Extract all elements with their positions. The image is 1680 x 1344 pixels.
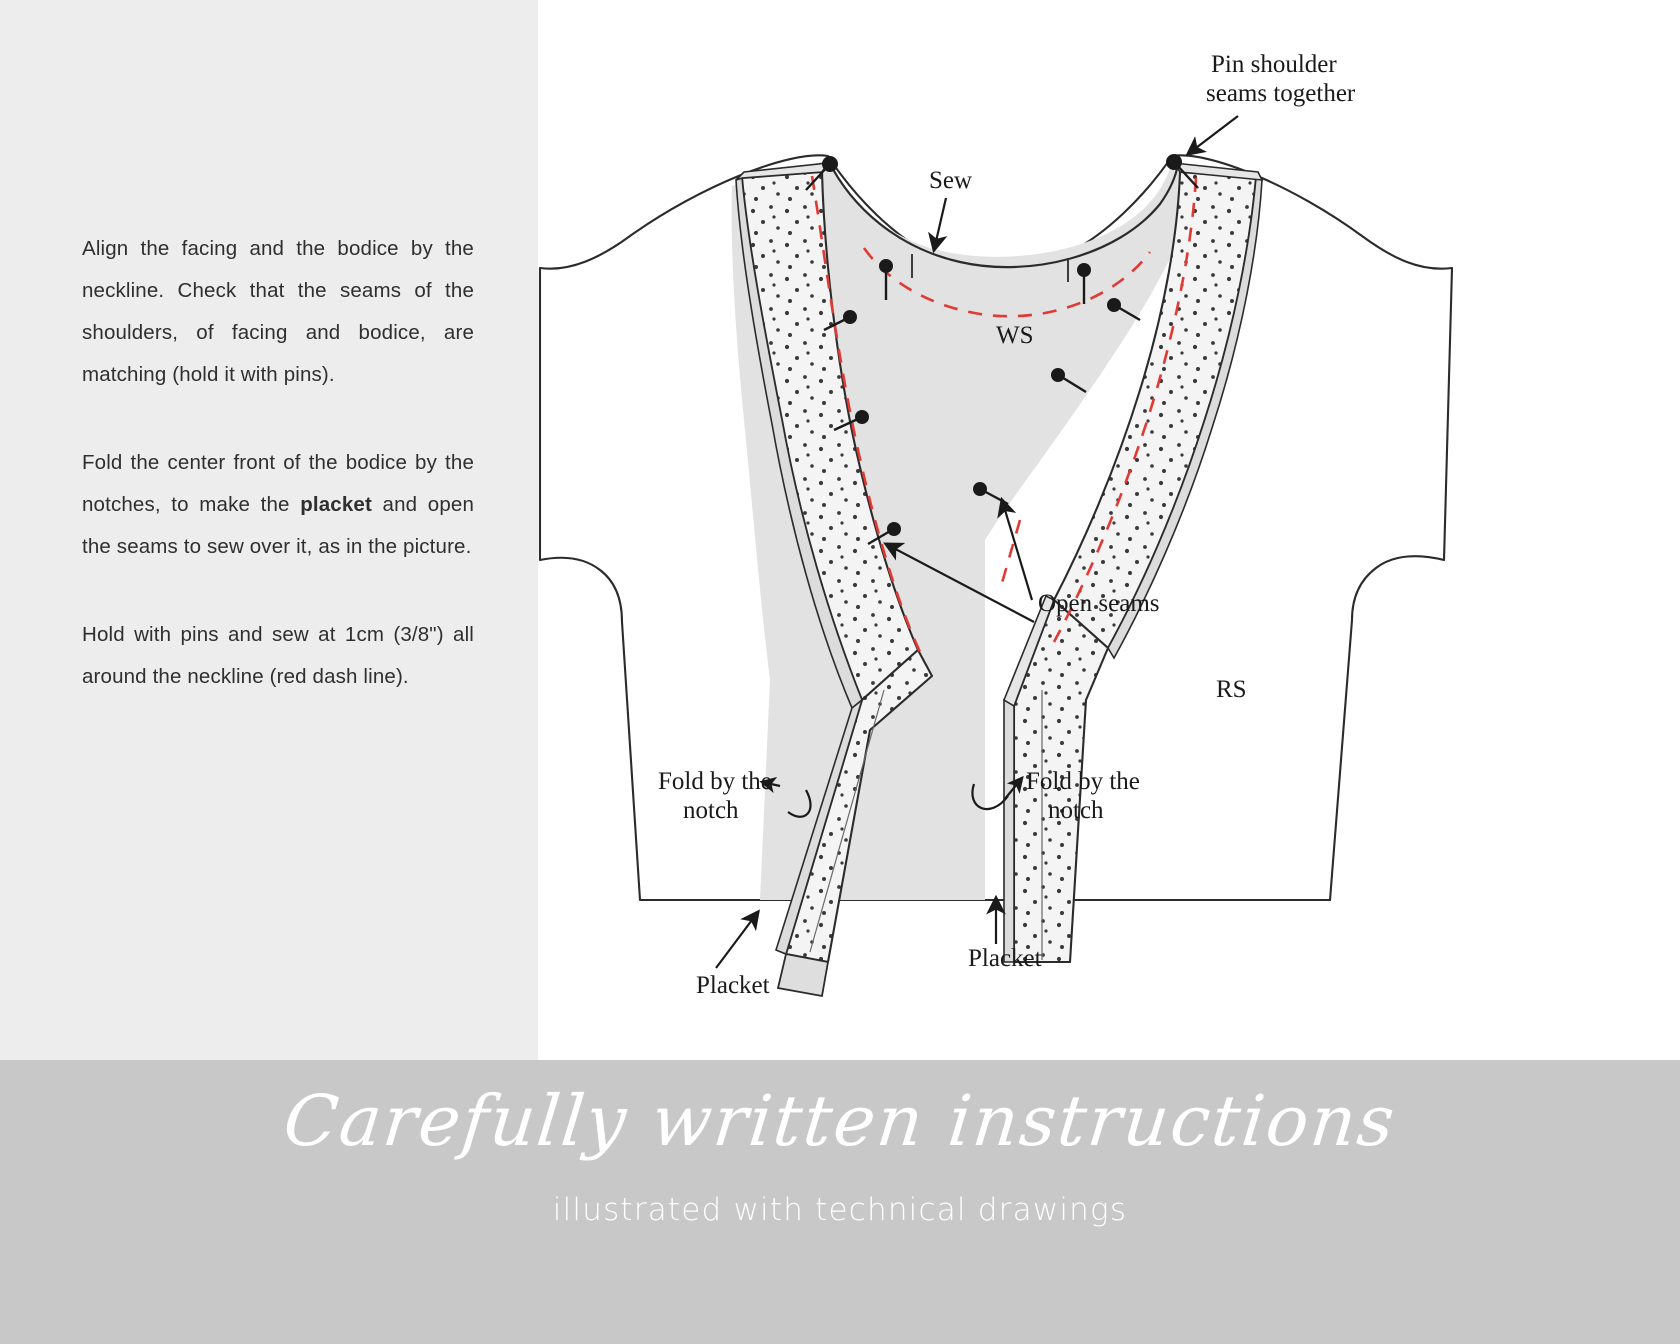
leader-line-pin-shoulder [1185,115,1239,156]
pin [833,410,869,432]
label-placket-left: Placket [696,972,770,999]
pin [805,156,838,191]
callout-placket-left: Placket [696,909,770,999]
label-pin-shoulder-line1: Pin shoulder [1211,51,1337,78]
callout-placket-right: Placket [968,894,1042,972]
instructions-panel: Align the facing and the bodice by the n… [0,0,538,1060]
pin [1051,368,1087,394]
callout-open-seams: Open seams [883,496,1160,623]
instructions-text-block: Align the facing and the bodice by the n… [82,228,474,698]
bottom-banner: Carefully written instructions illustrat… [0,1060,1680,1344]
pin [1107,298,1141,322]
neckline-curve [827,159,1180,269]
label-fold-right-line2: notch [1048,797,1104,824]
instruction-paragraph-2: Fold the center front of the bodice by t… [82,442,474,568]
label-pin-shoulder-line2: seams together [1206,80,1356,107]
leader-line-fold-left [759,776,781,794]
leader-line-open-seams-lower [883,542,1035,623]
leader-line-sew [928,197,948,254]
label-open-seams: Open seams [1038,590,1160,617]
callout-sew: Sew [928,167,972,254]
pin [1166,154,1199,189]
banner-title: Carefully written instructions [279,1080,1401,1162]
instruction-paragraph-3: Hold with pins and sew at 1cm (3/8") all… [82,623,474,688]
technical-drawing-area: Pin shoulder seams together Sew WS RS Op… [538,0,1680,1060]
instruction-keyword-placket: placket [300,493,372,516]
label-sew: Sew [929,167,972,194]
pins-group [805,154,1199,546]
callout-fold-by-notch-left: Fold by the notch [658,768,812,824]
right-placket-strap [1003,594,1110,964]
instruction-paragraph-1: Align the facing and the bodice by the n… [82,237,474,386]
label-fold-left-line1: Fold by the [658,768,772,795]
label-wrong-side: WS [996,322,1034,349]
callout-fold-by-notch-right: Fold by the notch [971,768,1140,824]
leader-line-fold-right [1003,775,1024,801]
instruction-paragraph-2-post: and open the seams to sew over it, as in… [82,493,474,558]
pin [823,310,857,332]
garment-technical-drawing: Pin shoulder seams together Sew WS RS Op… [538,51,1454,999]
stitch-line-red-dashed [810,175,1198,653]
label-right-side: RS [1216,676,1247,703]
bodice-wrong-side-region [731,160,1198,900]
instruction-paragraph-2-pre: Fold the center front of the bodice by t… [82,451,474,516]
leader-line-open-seams-upper [997,496,1034,601]
pin [1077,263,1091,304]
pin [867,522,901,546]
label-placket-right: Placket [968,945,1042,972]
banner-subtitle: illustrated with technical drawings [552,1192,1128,1228]
leader-line-placket-left [715,909,760,969]
label-fold-left-line2: notch [683,797,739,824]
callout-pin-shoulder-seams: Pin shoulder seams together [1185,51,1356,156]
label-fold-right-line1: Fold by the [1026,768,1140,795]
pin [879,259,893,300]
